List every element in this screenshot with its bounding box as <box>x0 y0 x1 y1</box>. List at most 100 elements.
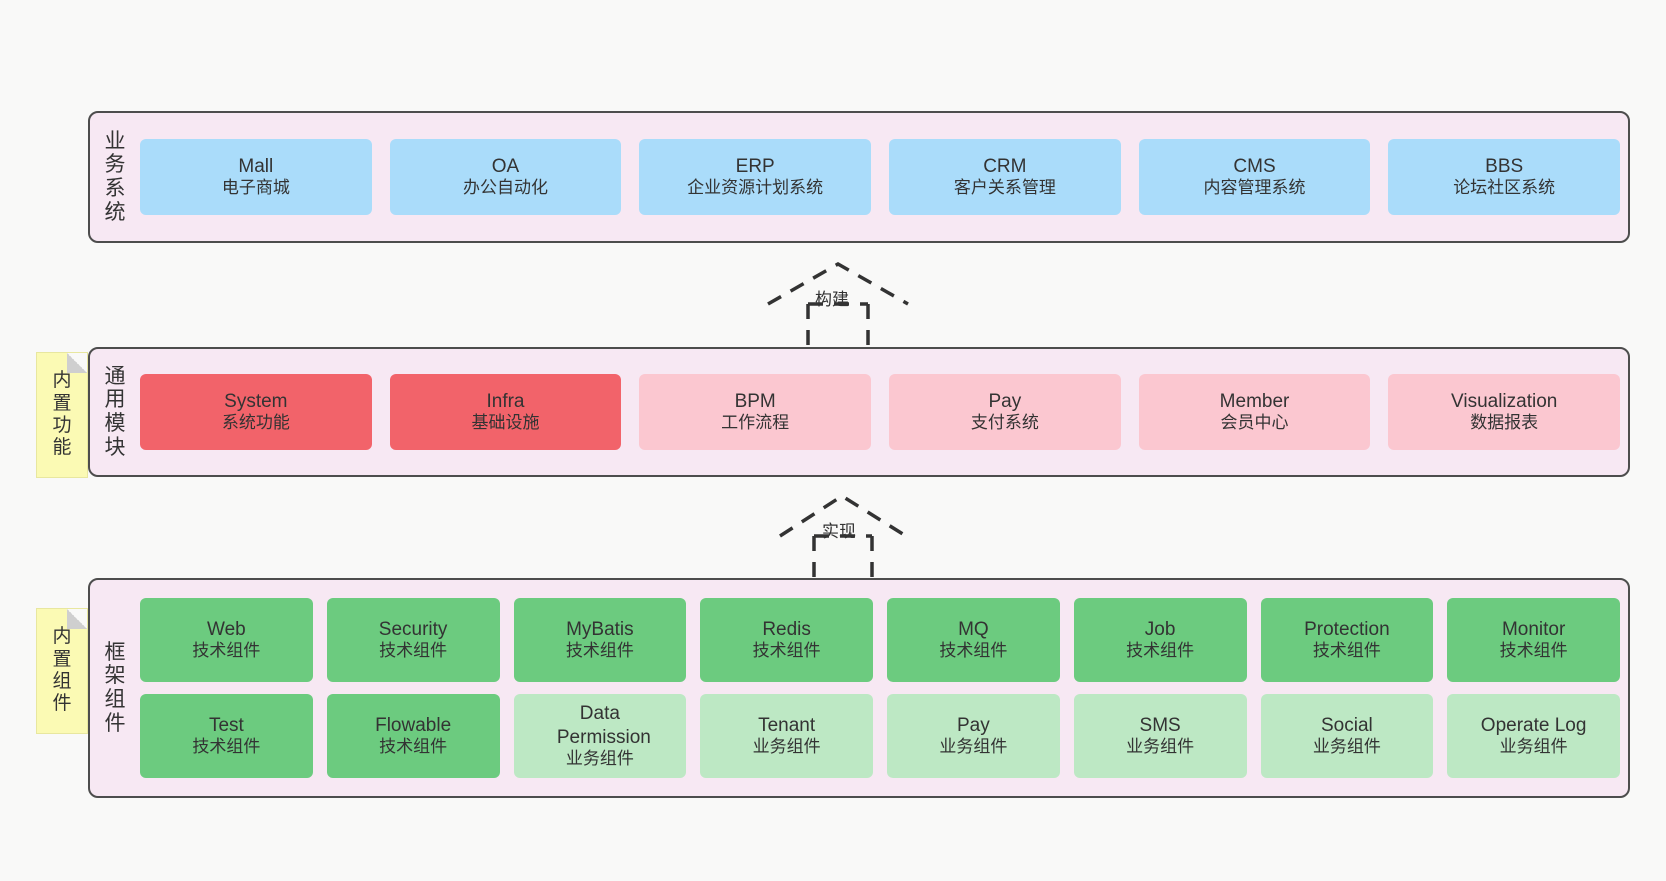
folded-corner-icon <box>67 609 87 629</box>
card-title: System <box>224 391 288 413</box>
card-subtitle: 会员中心 <box>1220 413 1289 433</box>
note-char: 内 <box>52 626 72 648</box>
card-title: BBS <box>1485 156 1524 178</box>
card-subtitle: 办公自动化 <box>463 178 548 198</box>
card-member[interactable]: Member 会员中心 <box>1138 374 1371 450</box>
card-subtitle: 基础设施 <box>471 413 540 433</box>
card-subtitle: 电子商城 <box>221 178 290 198</box>
note-char: 置 <box>52 392 72 414</box>
card-subtitle: 技术组件 <box>379 737 448 757</box>
card-pay-component[interactable]: Pay 业务组件 <box>887 694 1060 778</box>
card-erp[interactable]: ERP 企业资源计划系统 <box>639 139 872 215</box>
card-title: Flowable <box>375 715 452 737</box>
card-subtitle: 内容管理系统 <box>1203 178 1306 198</box>
note-char: 置 <box>52 648 72 670</box>
card-subtitle: 客户关系管理 <box>953 178 1056 198</box>
label-char: 业 <box>104 129 126 153</box>
card-subtitle: 技术组件 <box>939 641 1008 661</box>
note-char: 件 <box>52 693 72 715</box>
card-pay-module[interactable]: Pay 支付系统 <box>889 374 1121 450</box>
card-mq[interactable]: MQ 技术组件 <box>887 598 1060 682</box>
layer-framework-component: 框 架 组 件 Web 技术组件 Security 技术组件 MyBatis 技… <box>88 578 1630 798</box>
card-title: MQ <box>958 619 989 641</box>
card-oa[interactable]: OA 办公自动化 <box>389 139 622 215</box>
card-subtitle: 系统功能 <box>221 413 290 433</box>
card-security[interactable]: Security 技术组件 <box>326 598 500 682</box>
card-subtitle: 业务组件 <box>1126 737 1195 757</box>
card-title: BPM <box>734 391 776 413</box>
card-infra[interactable]: Infra 基础设施 <box>389 374 622 450</box>
connector-label-implement: 实现 <box>822 522 856 541</box>
card-title: Security <box>378 619 448 641</box>
card-system[interactable]: System 系统功能 <box>140 374 372 450</box>
card-test[interactable]: Test 技术组件 <box>140 694 313 778</box>
card-crm[interactable]: CRM 客户关系管理 <box>889 139 1121 215</box>
card-subtitle: 技术组件 <box>1126 641 1195 661</box>
card-redis[interactable]: Redis 技术组件 <box>700 598 873 682</box>
card-subtitle: 技术组件 <box>1312 641 1381 661</box>
card-cms[interactable]: CMS 内容管理系统 <box>1138 139 1371 215</box>
card-title: CMS <box>1233 156 1276 178</box>
layer-label-business-system: 业 务 系 统 <box>98 121 132 233</box>
card-protection[interactable]: Protection 技术组件 <box>1260 598 1434 682</box>
card-mybatis[interactable]: MyBatis 技术组件 <box>513 598 687 682</box>
card-tenant[interactable]: Tenant 业务组件 <box>700 694 873 778</box>
card-subtitle: 技术组件 <box>192 641 261 661</box>
label-char: 系 <box>104 177 126 200</box>
layer-label-framework-component: 框 架 组 件 <box>98 588 132 788</box>
card-title: Pay <box>988 391 1022 413</box>
label-char: 统 <box>104 200 126 224</box>
card-subtitle: 技术组件 <box>1499 641 1568 661</box>
card-bbs[interactable]: BBS 论坛社区系统 <box>1388 139 1621 215</box>
card-title: Protection <box>1304 619 1390 641</box>
card-title: Infra <box>486 391 525 413</box>
note-char: 能 <box>52 437 72 459</box>
layer-body-business-system: Mall 电子商城 OA 办公自动化 ERP 企业资源计划系统 CRM 客户关系… <box>132 121 1621 233</box>
card-operate-log[interactable]: Operate Log 业务组件 <box>1447 694 1620 778</box>
label-char: 块 <box>104 435 126 459</box>
card-row: Test 技术组件 Flowable 技术组件 Data Permission … <box>140 694 1620 778</box>
card-title: Pay <box>957 715 990 737</box>
card-subtitle: 业务组件 <box>1499 737 1568 757</box>
card-web[interactable]: Web 技术组件 <box>140 598 313 682</box>
card-row: Web 技术组件 Security 技术组件 MyBatis 技术组件 Redi… <box>140 598 1620 682</box>
layer-body-framework-component: Web 技术组件 Security 技术组件 MyBatis 技术组件 Redi… <box>132 588 1620 788</box>
card-social[interactable]: Social 业务组件 <box>1260 694 1434 778</box>
card-data-permission[interactable]: Data Permission 业务组件 <box>513 694 687 778</box>
note-char: 内 <box>52 370 72 392</box>
connector-label-build: 构建 <box>815 290 849 309</box>
card-subtitle: 技术组件 <box>565 641 634 661</box>
card-subtitle: 工作流程 <box>721 413 790 433</box>
card-subtitle: 技术组件 <box>379 641 448 661</box>
card-visualization[interactable]: Visualization 数据报表 <box>1388 374 1621 450</box>
note-char: 组 <box>52 671 72 692</box>
note-char: 功 <box>52 415 72 436</box>
card-subtitle: 数据报表 <box>1470 413 1539 433</box>
label-char: 模 <box>104 412 126 435</box>
card-row: Mall 电子商城 OA 办公自动化 ERP 企业资源计划系统 CRM 客户关系… <box>140 139 1621 215</box>
card-flowable[interactable]: Flowable 技术组件 <box>326 694 500 778</box>
card-mall[interactable]: Mall 电子商城 <box>140 139 372 215</box>
card-title: Operate Log <box>1480 715 1587 737</box>
card-subtitle: 业务组件 <box>752 737 821 757</box>
card-title: Mall <box>238 156 274 178</box>
card-title: Data Permission <box>556 703 651 748</box>
connector-build: 构建 <box>760 258 940 350</box>
card-title: Visualization <box>1451 391 1558 413</box>
card-title: OA <box>491 156 520 178</box>
generalization-arrow-icon <box>767 261 909 350</box>
note-builtin-function: 内 置 功 能 <box>36 352 88 478</box>
card-monitor[interactable]: Monitor 技术组件 <box>1447 598 1620 682</box>
folded-corner-icon <box>67 353 87 373</box>
card-subtitle: 业务组件 <box>939 737 1008 757</box>
card-title: Tenant <box>758 715 816 737</box>
card-subtitle: 企业资源计划系统 <box>687 178 824 198</box>
label-char: 用 <box>104 388 126 412</box>
card-subtitle: 论坛社区系统 <box>1453 178 1556 198</box>
card-sms[interactable]: SMS 业务组件 <box>1073 694 1247 778</box>
card-title: CRM <box>983 156 1027 178</box>
layer-business-system: 业 务 系 统 Mall 电子商城 OA 办公自动化 ERP 企业资源计划系统 <box>88 111 1630 243</box>
card-job[interactable]: Job 技术组件 <box>1073 598 1247 682</box>
card-bpm[interactable]: BPM 工作流程 <box>639 374 872 450</box>
